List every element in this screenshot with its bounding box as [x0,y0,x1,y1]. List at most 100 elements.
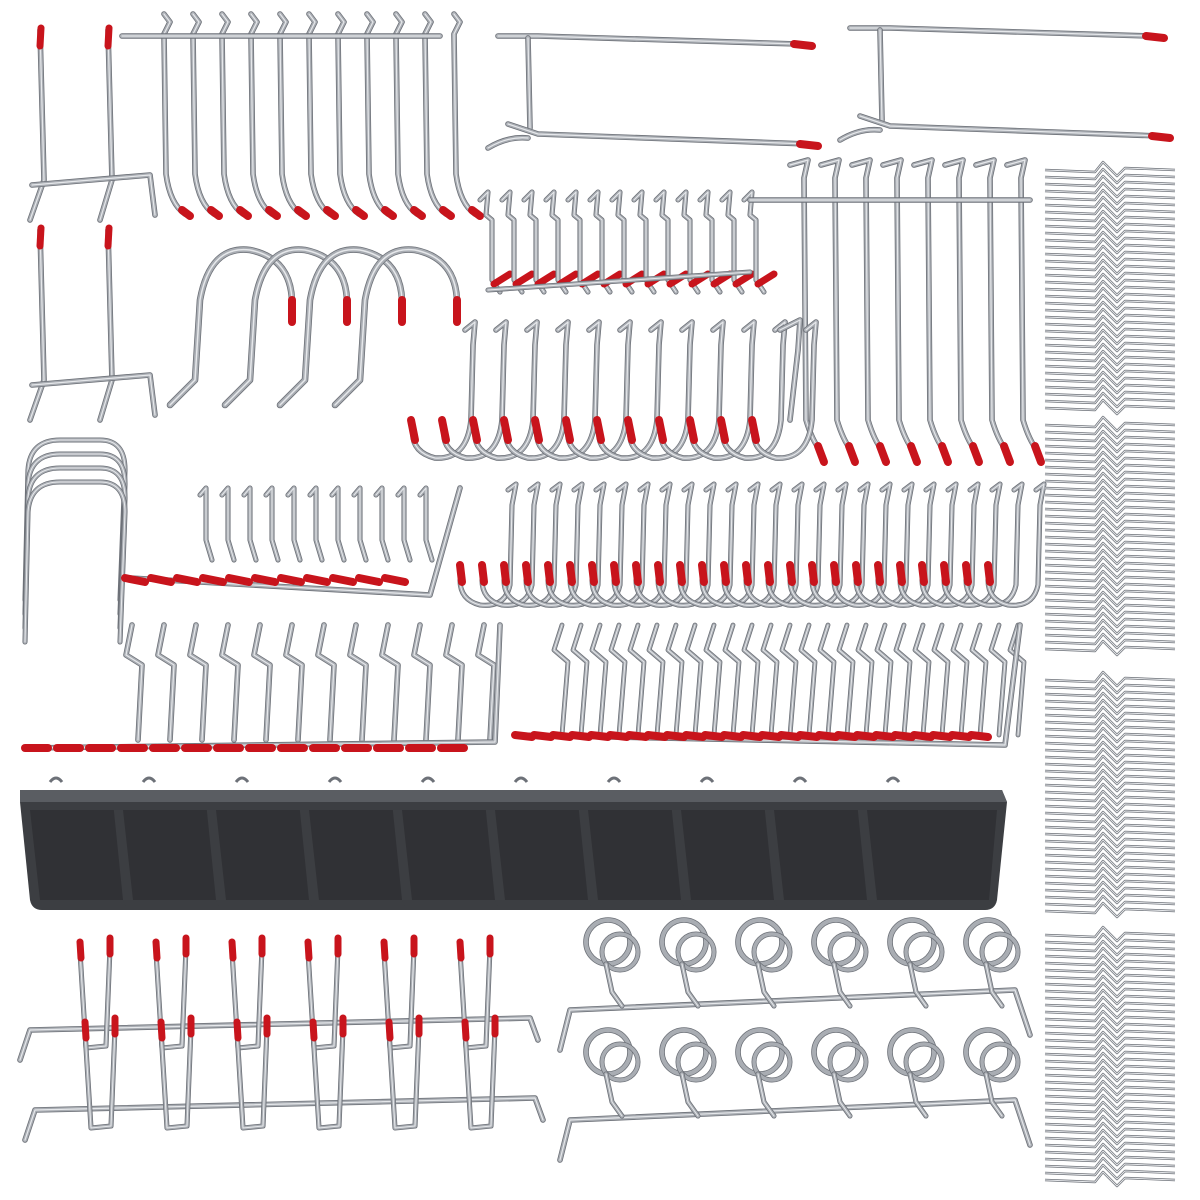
curl-hooks-row [407,317,819,461]
curl-hook [748,319,819,461]
offset-hook [950,622,970,738]
l-hook [522,481,585,608]
offset-hook [988,622,1008,738]
ring-holder [887,917,945,1009]
offset-hook [893,622,913,738]
curved-hook [364,11,397,220]
offset-hook [722,622,742,738]
tool-holder-prong [456,934,494,1051]
l-hook [478,481,541,608]
ring-holder [583,1027,641,1119]
offset-hook [646,622,666,738]
offset-hook [443,622,465,743]
offset-hook [219,622,241,743]
tool-holder-prong [304,934,342,1051]
l-hook [808,481,871,608]
j-hook [276,246,406,409]
zigzag-hook [477,189,514,295]
l-hook [566,481,629,608]
long-double-hooks [485,25,1174,151]
angled-hook [285,485,303,563]
l-hook [456,481,519,608]
locking-clip-stack [1044,160,1176,416]
ring-holder-bars [557,917,1033,1163]
offset-hook [589,622,609,738]
offset-hook [779,622,799,738]
long-hook [942,157,983,466]
l-hook [720,481,783,608]
curved-hook [161,11,194,220]
j-hook [221,246,351,409]
tool-holder-prong [461,1014,499,1131]
ring-holder-bar [557,1027,1033,1163]
offset-hook [347,622,369,743]
ring-holder [583,917,641,1009]
locking-clip-stack [1044,670,1176,919]
curved-hook [190,11,223,220]
offset-hook [969,622,989,738]
offset-hook [684,622,704,738]
curved-hook [393,11,426,220]
offset-hook [570,622,590,738]
tool-holder-prong [233,1014,271,1131]
zigzag-hook [719,189,756,295]
long-double-hook [485,33,822,151]
zigzag-hook [521,189,558,295]
tool-holder-bar [22,1014,546,1143]
curved-hook [277,11,310,220]
tool-holder-prong [81,1014,119,1131]
offset-hook [251,622,273,743]
offset-hook [703,622,723,738]
curved-hook [335,11,368,220]
l-hook [874,481,937,608]
l-hook [918,481,981,608]
double-prong-hook [27,24,158,223]
offset-hook [155,622,177,743]
tool-holder-bar [17,934,541,1063]
angled-hook [197,485,215,563]
long-hook [911,157,952,466]
l-hook [588,481,651,608]
offset-hook [798,622,818,738]
l-hook [852,481,915,608]
offset-hook [283,622,305,743]
offset-hook [608,622,628,738]
l-hook [610,481,673,608]
offset-hook [760,622,780,738]
offset-hooks-row-long [511,622,1027,748]
zigzag-hooks [477,189,778,295]
long-hook [973,157,1014,466]
long-hook [880,157,921,466]
tool-holder-prong [385,1014,423,1131]
zigzag-hook [543,189,580,295]
bin [857,776,1007,910]
tool-holder-prong [380,934,418,1051]
offset-hook [836,622,856,738]
offset-hook [123,622,145,743]
angled-hook [263,485,281,563]
ring-holder [811,1027,869,1119]
j-hook [166,246,296,409]
l-hook [786,481,849,608]
double-prong-hooks [27,24,158,423]
pegboard-locks [22,437,128,645]
l-hook [830,481,893,608]
long-hook [818,157,859,466]
zigzag-rail [485,269,753,293]
l-hook [632,481,695,608]
offset-hook [627,622,647,738]
offset-hook [379,622,401,743]
l-hook [698,481,761,608]
offset-hook [411,622,433,743]
l-hook [500,481,563,608]
offset-hook [855,622,875,738]
ring-holder [811,917,869,1009]
locking-clip-stack [1044,415,1176,657]
angled-hook [219,485,237,563]
j-hook [331,246,461,409]
offset-hook [187,622,209,743]
angled-hook [373,485,391,563]
pegboard-lock [22,437,128,603]
angled-hooks-row [121,485,463,598]
